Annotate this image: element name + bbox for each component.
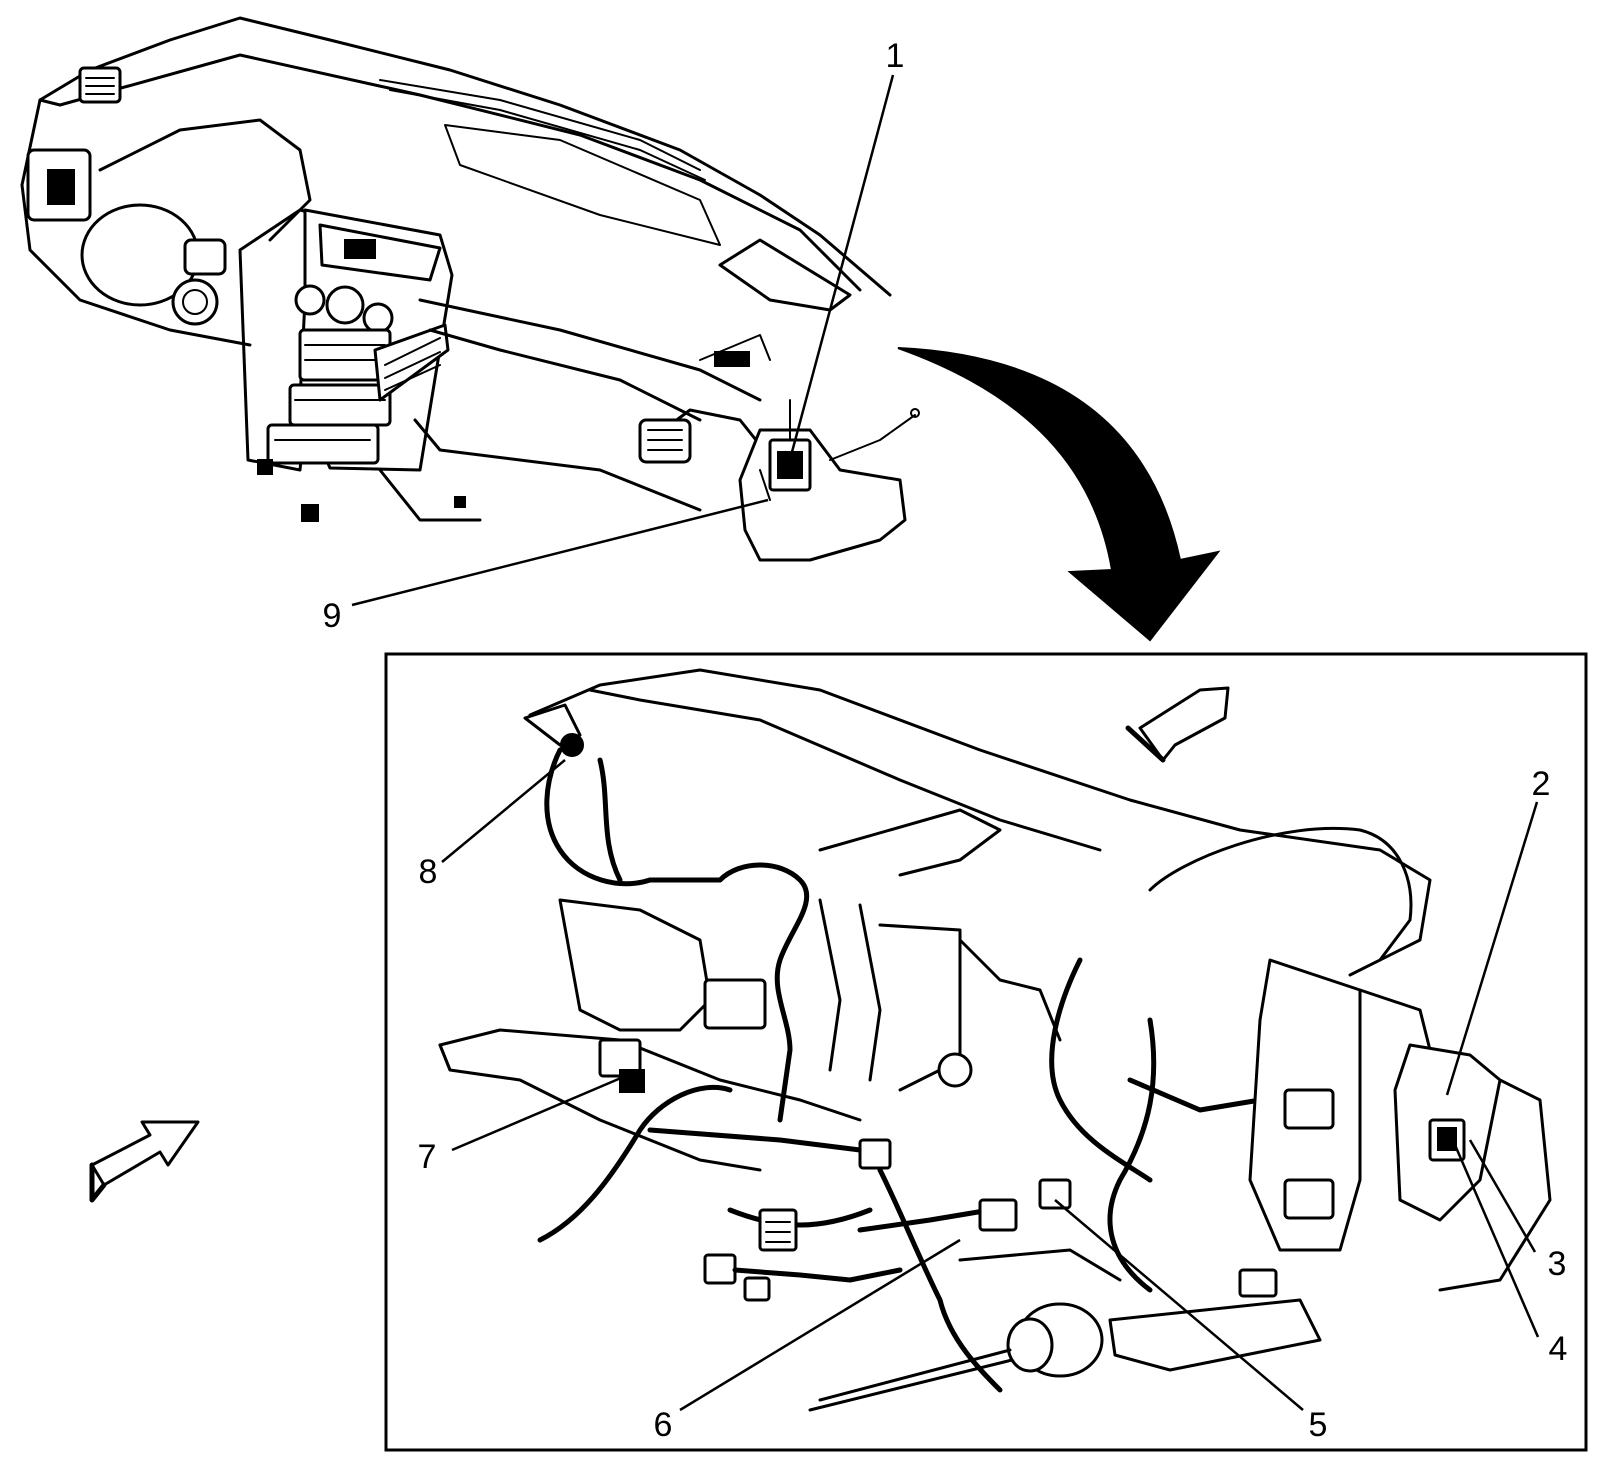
leader-lines [351,74,1540,1412]
callout-4: 4 [1549,1330,1568,1368]
callout-2: 2 [1532,765,1551,803]
callout-labels: 1 2 3 4 5 6 7 8 9 [323,37,1568,1444]
orientation-arrow-left [89,1120,200,1203]
transition-arrow [897,347,1221,642]
callout-8: 8 [419,853,438,891]
callout-5: 5 [1309,1406,1328,1444]
callout-6: 6 [654,1406,673,1444]
detail-frame [384,652,1588,1452]
instrument-panel-detail [438,668,1552,1412]
instrument-panel-overview [20,16,920,562]
callout-1: 1 [886,37,905,75]
callout-7: 7 [418,1138,437,1176]
callout-9: 9 [323,597,342,635]
callout-3: 3 [1548,1245,1567,1283]
